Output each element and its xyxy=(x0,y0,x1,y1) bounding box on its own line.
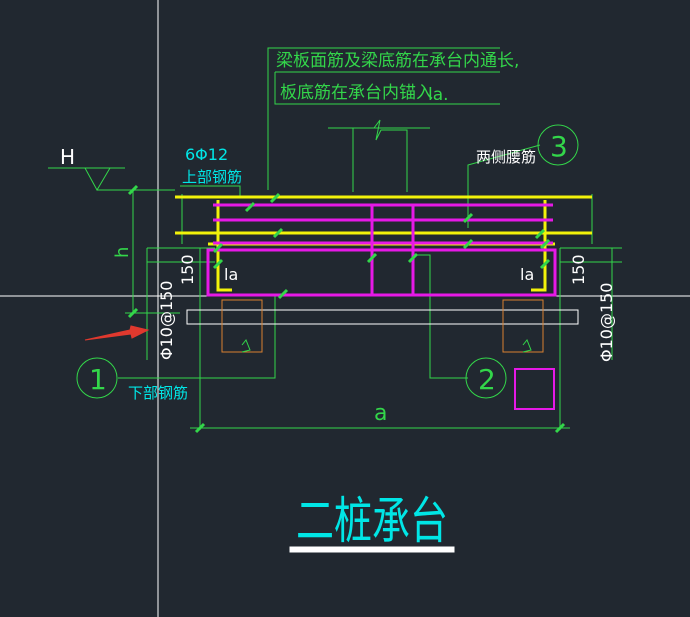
tick-mark xyxy=(127,307,139,319)
cap-base xyxy=(186,309,579,325)
dim-150-left: 150 xyxy=(178,254,197,285)
note-line-2: 板底筋在承台内锚入 xyxy=(280,83,433,103)
stirrup-left-spec: Φ10@150 xyxy=(157,281,176,361)
tick-marks xyxy=(127,184,566,434)
callout-circles xyxy=(76,124,579,399)
tick-mark xyxy=(534,228,546,240)
tick-mark xyxy=(127,184,139,196)
callout-number-1: 1 xyxy=(89,363,107,396)
tick-mark xyxy=(462,238,474,250)
leader-lines xyxy=(48,47,622,430)
callout-number-3: 3 xyxy=(550,130,568,163)
note-anchor-label: la. xyxy=(428,85,449,105)
column-section xyxy=(514,368,555,410)
dim-h-label: h xyxy=(112,247,133,258)
tick-mark xyxy=(554,422,566,434)
tick-mark xyxy=(212,258,224,270)
side-bars-name: 两侧腰筋 xyxy=(476,148,536,166)
tick-mark xyxy=(407,252,419,264)
elevation-label: H xyxy=(60,145,75,169)
tick-mark xyxy=(272,227,284,239)
tick-mark xyxy=(194,422,206,434)
tick-mark xyxy=(244,201,256,213)
tick-mark xyxy=(212,242,224,254)
dim-150-right: 150 xyxy=(569,254,588,285)
tick-mark xyxy=(539,258,551,270)
stirrup-right-spec: Φ10@150 xyxy=(597,283,616,363)
tick-mark xyxy=(366,252,378,264)
tick-mark xyxy=(269,192,281,204)
piles xyxy=(221,299,544,353)
dim-a-label: a xyxy=(374,401,387,426)
title-underline xyxy=(289,546,455,553)
rebar-magenta xyxy=(206,203,557,410)
tick-mark xyxy=(462,212,474,224)
anchor-left-label: la xyxy=(224,265,238,284)
callout-number-2: 2 xyxy=(478,363,496,396)
tick-mark xyxy=(277,288,289,300)
anchor-right-label: la xyxy=(520,265,534,284)
tick-mark xyxy=(539,238,551,250)
callout-circle-1 xyxy=(76,357,118,399)
callout-circle-2 xyxy=(465,357,507,399)
top-bars-name: 上部钢筋 xyxy=(182,168,242,186)
top-bars-spec: 6Φ12 xyxy=(185,145,228,164)
drawing-title: 二桩承台 xyxy=(296,492,448,550)
bottom-bars-name: 下部钢筋 xyxy=(128,384,188,402)
note-line-1: 梁板面筋及梁底筋在承台内通长, xyxy=(276,51,519,71)
callout-circle-3 xyxy=(537,124,579,166)
red-arrow-icon xyxy=(84,325,150,341)
